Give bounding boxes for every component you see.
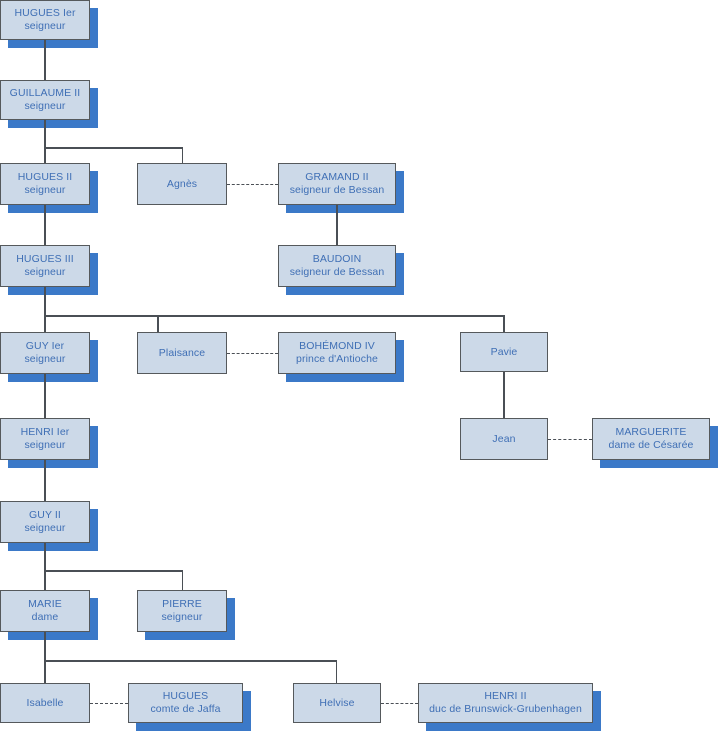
marriage-link-plaisance-bohemond4 (227, 353, 278, 354)
node-title-guillaume2: GUILLAUME II (9, 87, 81, 99)
connector-bus-to-agnes (181, 147, 183, 163)
connector-hugues2-hugues3 (44, 205, 46, 245)
marriage-link-helvise-henri2 (381, 703, 418, 704)
node-subtitle-gramand2: seigneur de Bessan (289, 184, 385, 196)
connector-bus-to-guy1 (44, 315, 46, 332)
node-title-baudoin: BAUDOIN (312, 253, 362, 265)
node-title-henri2: HENRI II (484, 690, 527, 702)
node-title-guy2: GUY II (29, 509, 61, 521)
node-subtitle-hugues1: seigneur (24, 20, 66, 32)
node-title-marie: MARIE (28, 598, 62, 610)
node-agnes[interactable]: Agnès (137, 163, 227, 205)
node-title-hugues3: HUGUES III (16, 253, 74, 265)
node-subtitle-hugues_jaffa: comte de Jaffa (150, 703, 221, 715)
node-subtitle-guy2: seigneur (24, 522, 66, 534)
node-helvise[interactable]: Helvise (293, 683, 381, 723)
connector-guy1-henri1 (44, 374, 46, 418)
node-subtitle-henri2: duc de Brunswick-Grubenhagen (429, 703, 582, 715)
node-title-jean: Jean (492, 432, 516, 445)
marriage-link-agnes-gramand2 (227, 184, 278, 185)
connector-hugues3-down (44, 287, 46, 316)
node-title-henri1: HENRI Ier (20, 426, 70, 438)
connector-henri1-guy2 (44, 460, 46, 501)
node-title-guy1: GUY Ier (25, 340, 65, 352)
connector-bus-to-marie (44, 570, 46, 590)
connector-gramand2-baudoin (336, 205, 338, 245)
node-plaisance[interactable]: Plaisance (137, 332, 227, 374)
node-subtitle-baudoin: seigneur de Bessan (289, 266, 385, 278)
connector-bus-hugues3 (44, 315, 504, 317)
node-title-pierre: PIERRE (162, 598, 202, 610)
connector-guy2-down (44, 543, 46, 571)
node-title-isabelle: Isabelle (26, 696, 64, 709)
connector-bus-to-pierre (181, 570, 183, 590)
node-isabelle[interactable]: Isabelle (0, 683, 90, 723)
node-subtitle-bohemond4: prince d'Antioche (296, 353, 378, 365)
connector-bus-guy2 (44, 570, 183, 572)
node-subtitle-henri1: seigneur (24, 439, 66, 451)
node-subtitle-marie: dame (31, 611, 59, 623)
node-title-gramand2: GRAMAND II (305, 171, 369, 183)
node-title-plaisance: Plaisance (158, 346, 206, 359)
node-subtitle-guillaume2: seigneur (24, 100, 66, 112)
node-subtitle-guy1: seigneur (24, 353, 66, 365)
connector-marie-down (44, 632, 46, 661)
node-title-hugues2: HUGUES II (17, 171, 73, 183)
connector-bus-to-hugues2 (44, 147, 46, 163)
node-subtitle-marguerite: dame de Césarée (608, 439, 694, 451)
connector-bus-to-plaisance (157, 315, 159, 332)
node-title-hugues1: HUGUES Ier (14, 7, 76, 19)
connector-hugues1-guillaume2 (44, 40, 46, 80)
connector-bus-to-isabelle (44, 660, 46, 683)
connector-guillaume2-down (44, 120, 46, 148)
connector-bus-to-pavie (503, 315, 505, 332)
connector-bus-guillaume2 (44, 147, 183, 149)
node-title-marguerite: MARGUERITE (615, 426, 687, 438)
connector-pavie-jean (503, 372, 505, 418)
node-title-hugues_jaffa: HUGUES (162, 690, 209, 702)
connector-bus-marie (44, 660, 337, 662)
node-title-agnes: Agnès (166, 177, 198, 190)
node-subtitle-hugues2: seigneur (24, 184, 66, 196)
marriage-link-isabelle-hugues_jaffa (90, 703, 128, 704)
node-title-bohemond4: BOHÉMOND IV (299, 340, 375, 352)
node-subtitle-hugues3: seigneur (24, 266, 66, 278)
node-title-helvise: Helvise (319, 696, 355, 709)
node-pavie[interactable]: Pavie (460, 332, 548, 372)
node-title-pavie: Pavie (490, 345, 518, 358)
marriage-link-jean-marguerite (548, 439, 592, 440)
node-jean[interactable]: Jean (460, 418, 548, 460)
node-subtitle-pierre: seigneur (161, 611, 203, 623)
connector-bus-to-helvise (335, 660, 337, 683)
